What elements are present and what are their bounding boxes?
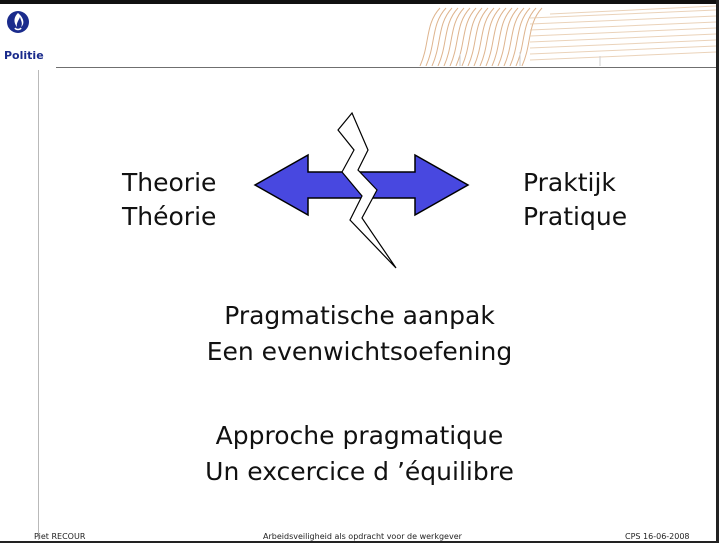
double-arrow-icon xyxy=(253,111,470,269)
top-border xyxy=(0,0,719,4)
left-term-fr: Théorie xyxy=(122,202,217,231)
politie-logo: Politie xyxy=(4,8,56,68)
right-term-fr: Pratique xyxy=(523,202,628,231)
fr-line-2: Un excercice d ’équilibre xyxy=(205,457,514,486)
header-rule xyxy=(56,67,716,68)
right-border xyxy=(716,0,719,543)
flame-icon xyxy=(7,11,29,33)
lightning-bolt-icon xyxy=(337,111,397,269)
fr-line-1: Approche pragmatique xyxy=(215,421,504,450)
bottom-border xyxy=(0,541,719,543)
left-term-nl: Theorie xyxy=(122,168,217,197)
footer-title: Arbeidsveiligheid als opdracht voor de w… xyxy=(263,532,462,541)
right-term-nl: Praktijk xyxy=(523,168,616,197)
nl-line-1: Pragmatische aanpak xyxy=(224,301,495,330)
header-pattern xyxy=(419,5,716,66)
footer-author: Piet RECOUR xyxy=(34,532,86,541)
nl-line-2: Een evenwichtsoefening xyxy=(206,337,513,366)
footer-date: CPS 16-06-2008 xyxy=(625,532,690,541)
logo-text: Politie xyxy=(4,49,44,62)
left-rule xyxy=(38,70,39,540)
